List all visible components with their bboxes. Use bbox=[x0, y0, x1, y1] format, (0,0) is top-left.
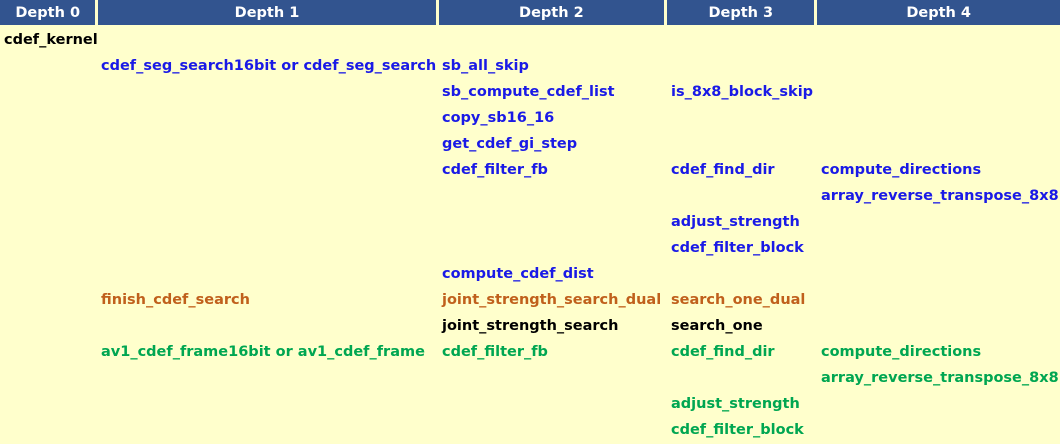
table-row: cdef_seg_search16bit or cdef_seg_search s… bbox=[0, 54, 1060, 80]
table-row: cdef_kernel bbox=[0, 28, 1060, 54]
cell-depth2: sb_compute_cdef_list bbox=[442, 84, 615, 100]
cell-depth2: compute_cdef_dist bbox=[442, 266, 594, 282]
cell-depth3: is_8x8_block_skip bbox=[671, 84, 814, 100]
table-row: copy_sb16_16 bbox=[0, 106, 1060, 132]
cell-depth4: compute_directions bbox=[821, 162, 982, 178]
table-row: cdef_filter_fb cdef_find_dir compute_direc… bbox=[0, 158, 1060, 184]
table-row: joint_strength_search search_one bbox=[0, 314, 1060, 340]
column-header-depth-2: Depth 2 bbox=[438, 0, 665, 25]
cell-depth3: cdef_filter_block bbox=[671, 240, 804, 256]
cell-depth4: array_reverse_transpose_8x8 bbox=[821, 188, 1059, 204]
cell-depth3: adjust_strength bbox=[671, 396, 800, 412]
table-row: compute_cdef_dist bbox=[0, 262, 1060, 288]
cell-depth2: copy_sb16_16 bbox=[442, 110, 555, 126]
table-row: array_reverse_transpose_8x8 bbox=[0, 366, 1060, 392]
cell-depth3: cdef_find_dir bbox=[671, 162, 775, 178]
column-header-depth-4: Depth 4 bbox=[817, 0, 1060, 25]
cell-depth3: cdef_filter_block bbox=[671, 422, 804, 438]
cell-depth2: get_cdef_gi_step bbox=[442, 136, 578, 152]
cell-depth3: cdef_find_dir bbox=[671, 344, 775, 360]
cell-depth1: av1_cdef_frame16bit or av1_cdef_frame bbox=[101, 344, 425, 360]
column-header-depth-0: Depth 0 bbox=[0, 0, 96, 25]
table-row: adjust_strength bbox=[0, 210, 1060, 236]
table-row: finish_cdef_search joint_strength_search_… bbox=[0, 288, 1060, 314]
column-header-depth-1: Depth 1 bbox=[98, 0, 436, 25]
cell-depth3: search_one bbox=[671, 318, 763, 334]
cell-depth1: finish_cdef_search bbox=[101, 292, 250, 308]
table-row: sb_compute_cdef_list is_8x8_block_skip bbox=[0, 80, 1060, 106]
table-row: cdef_filter_block bbox=[0, 418, 1060, 444]
table-row: array_reverse_transpose_8x8 bbox=[0, 184, 1060, 210]
cell-depth2: cdef_filter_fb bbox=[442, 344, 548, 360]
table-row: adjust_strength bbox=[0, 392, 1060, 418]
table-row: cdef_filter_block bbox=[0, 236, 1060, 262]
cell-depth2: joint_strength_search_dual bbox=[442, 292, 662, 308]
cell-depth3: search_one_dual bbox=[671, 292, 806, 308]
cell-depth2: joint_strength_search bbox=[442, 318, 619, 334]
cell-depth3: adjust_strength bbox=[671, 214, 800, 230]
cell-depth2: sb_all_skip bbox=[442, 58, 529, 74]
cell-depth4: array_reverse_transpose_8x8 bbox=[821, 370, 1059, 386]
cell-depth2: cdef_filter_fb bbox=[442, 162, 548, 178]
column-header-depth-3: Depth 3 bbox=[667, 0, 815, 25]
table-header-row: Depth 0 Depth 1 Depth 2 Depth 3 Depth 4 bbox=[0, 0, 1060, 28]
cell-depth0: cdef_kernel bbox=[4, 32, 98, 48]
table-row: get_cdef_gi_step bbox=[0, 132, 1060, 158]
cell-depth1: cdef_seg_search16bit or cdef_seg_search bbox=[101, 58, 437, 74]
table-row: av1_cdef_frame16bit or av1_cdef_frame cde… bbox=[0, 340, 1060, 366]
cell-depth4: compute_directions bbox=[821, 344, 982, 360]
